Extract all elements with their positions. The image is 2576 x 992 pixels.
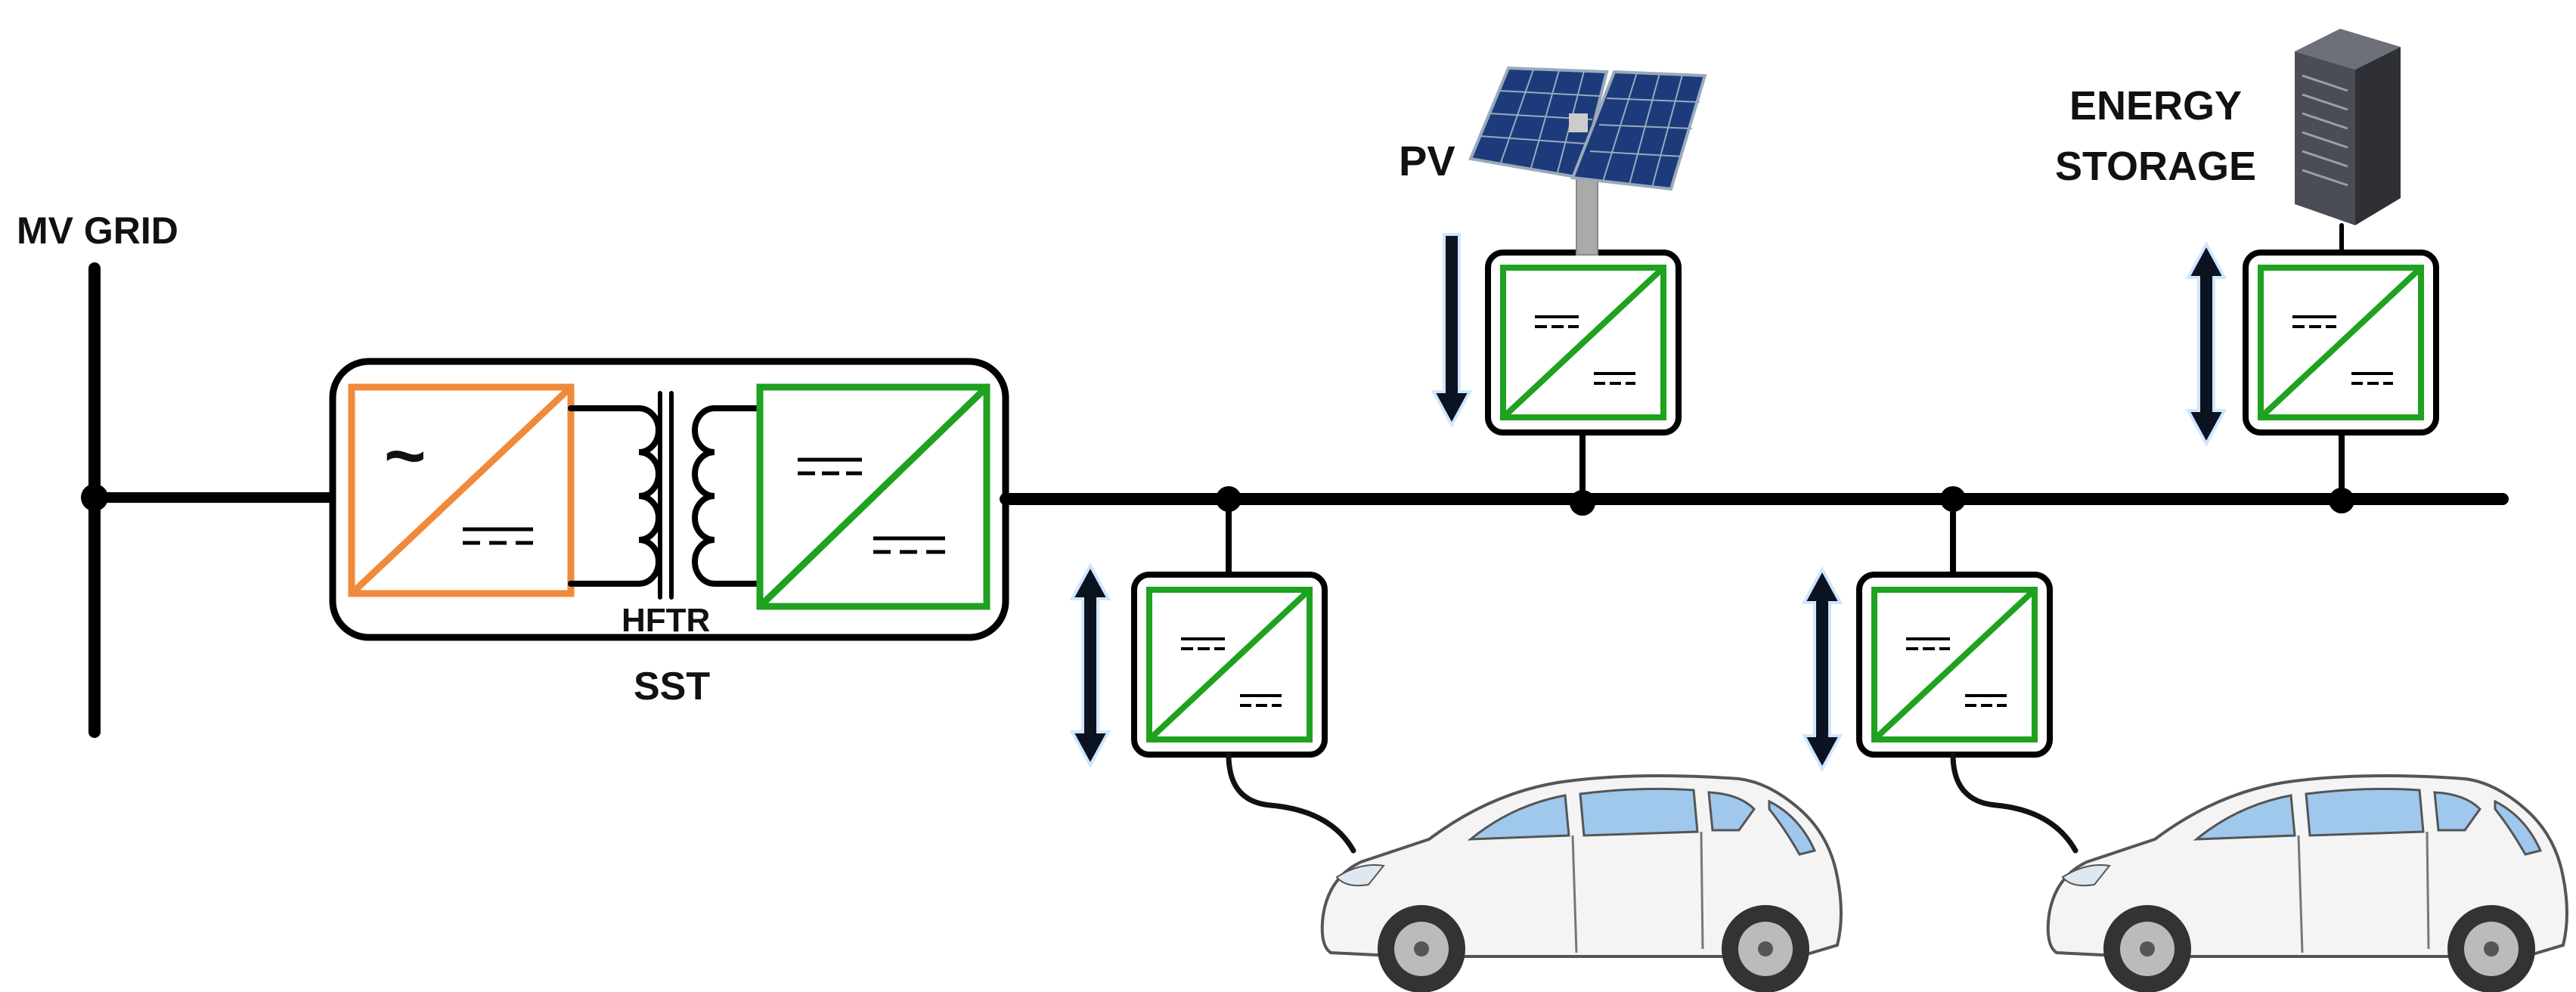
solar-panel-icon [1468,66,1707,256]
server-rack-icon [2295,29,2401,225]
storage-dc-dc-converter [2246,253,2436,432]
hf-transformer [568,391,763,600]
grid-junction-node [81,484,108,511]
ac-symbol: ~ [384,416,426,496]
sst-dc-dc-converter [756,383,990,610]
pv-label: PV [1399,137,1455,184]
mv-grid-label: MV GRID [17,209,178,252]
bidirectional-arrow-icon [1803,568,1842,770]
bidirectional-arrow-icon [1071,564,1110,767]
ac-dc-converter: ~ [348,383,575,597]
electric-car-icon [2046,774,2568,992]
energy-storage-label-line1: ENERGY [2069,83,2242,129]
sst-label: SST [634,665,710,708]
pv-dc-dc-converter [1488,253,1679,432]
energy-storage-label-line2: STORAGE [2055,144,2256,189]
electric-car-icon [1320,774,1843,992]
ev2-dc-dc-converter [1859,575,2050,755]
bidirectional-arrow-icon [2187,243,2226,445]
down-arrow-icon [1431,233,1473,429]
hftr-label: HFTR [622,602,710,639]
ev1-dc-dc-converter [1134,575,1325,755]
